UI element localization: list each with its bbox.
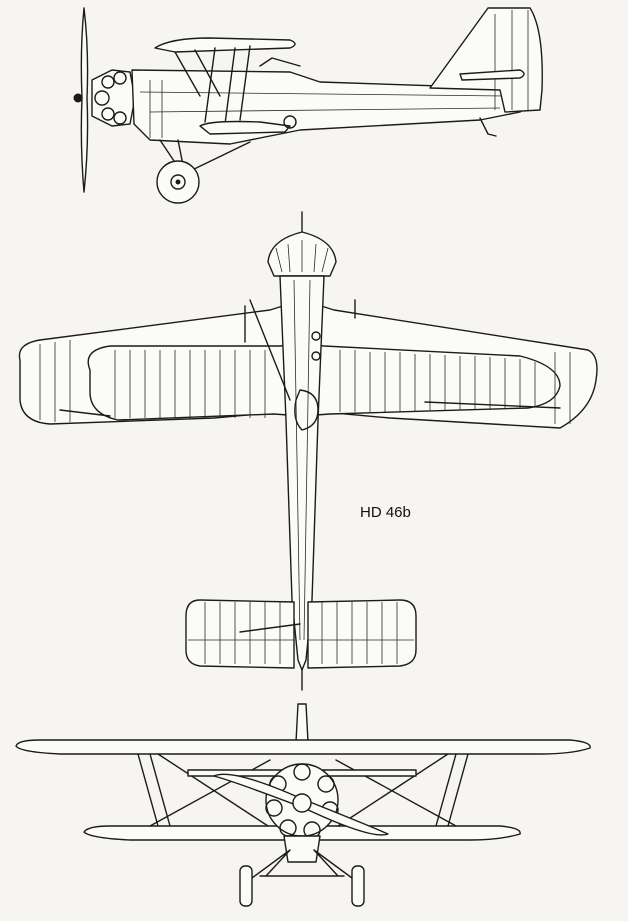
side-spinner <box>73 93 83 103</box>
top-view <box>18 211 598 691</box>
front-fin <box>295 703 309 743</box>
front-wheel-left <box>239 865 253 907</box>
front-view <box>15 703 591 907</box>
side-lower-wing <box>199 120 291 135</box>
side-upper-wing <box>154 37 296 53</box>
front-wheel-right <box>351 865 365 907</box>
side-propeller <box>80 7 89 193</box>
front-landing-gear <box>251 849 353 879</box>
side-tail-fin <box>429 7 543 113</box>
top-wing-ribs <box>39 340 571 424</box>
top-fuselage <box>279 275 325 671</box>
top-engine <box>267 231 337 277</box>
top-lower-wing <box>87 343 561 421</box>
aircraft-designation-label: HD 46b <box>360 504 411 521</box>
side-view <box>73 7 543 204</box>
front-spinner <box>292 793 312 813</box>
front-upper-wing <box>15 739 591 755</box>
top-cockpit <box>294 389 319 431</box>
top-tailplane <box>185 599 295 669</box>
side-engine <box>91 69 136 127</box>
